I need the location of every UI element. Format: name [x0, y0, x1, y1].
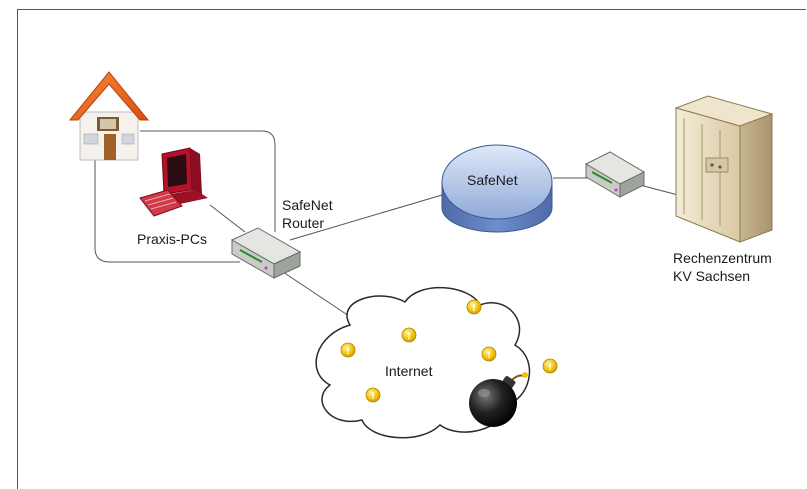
warning-icon: ! — [542, 358, 558, 374]
svg-text:!: ! — [472, 304, 476, 314]
bomb-icon — [469, 372, 528, 427]
router-label-line2: Router — [282, 215, 325, 231]
router-icon — [230, 227, 302, 279]
svg-text:!: ! — [548, 363, 552, 373]
internet-label: Internet — [385, 363, 433, 379]
praxis-pcs-label: Praxis-PCs — [137, 231, 208, 247]
svg-text:!: ! — [407, 332, 411, 342]
warning-icon: ! — [481, 346, 497, 362]
warning-icon: ! — [340, 342, 356, 358]
line-router-internet — [279, 269, 359, 323]
warning-icon: ! — [365, 387, 381, 403]
router-icon-datacenter — [584, 151, 646, 198]
line-router-safenet — [289, 194, 443, 241]
desktop-computer-icon — [139, 147, 208, 217]
datacenter-label-line2: KV Sachsen — [673, 268, 751, 284]
svg-text:!: ! — [487, 351, 491, 361]
diagram-frame — [17, 9, 806, 489]
svg-text:!: ! — [371, 392, 375, 402]
line-pc-router — [209, 204, 246, 233]
server-tower-icon — [674, 95, 774, 243]
datacenter-label-line1: Rechenzentrum — [673, 250, 772, 266]
connection-lines — [94, 130, 679, 323]
safenet-label: SafeNet — [467, 172, 518, 188]
line-router2-server — [639, 184, 679, 196]
praxis-boundary — [94, 130, 276, 263]
house-icon — [68, 71, 150, 161]
router-label-line1: SafeNet — [282, 197, 333, 213]
warning-markers: ! ! ! ! ! ! — [340, 299, 558, 403]
network-cylinder-icon — [441, 144, 553, 233]
svg-text:!: ! — [346, 347, 350, 357]
warning-icon: ! — [401, 327, 417, 343]
warning-icon: ! — [466, 299, 482, 315]
